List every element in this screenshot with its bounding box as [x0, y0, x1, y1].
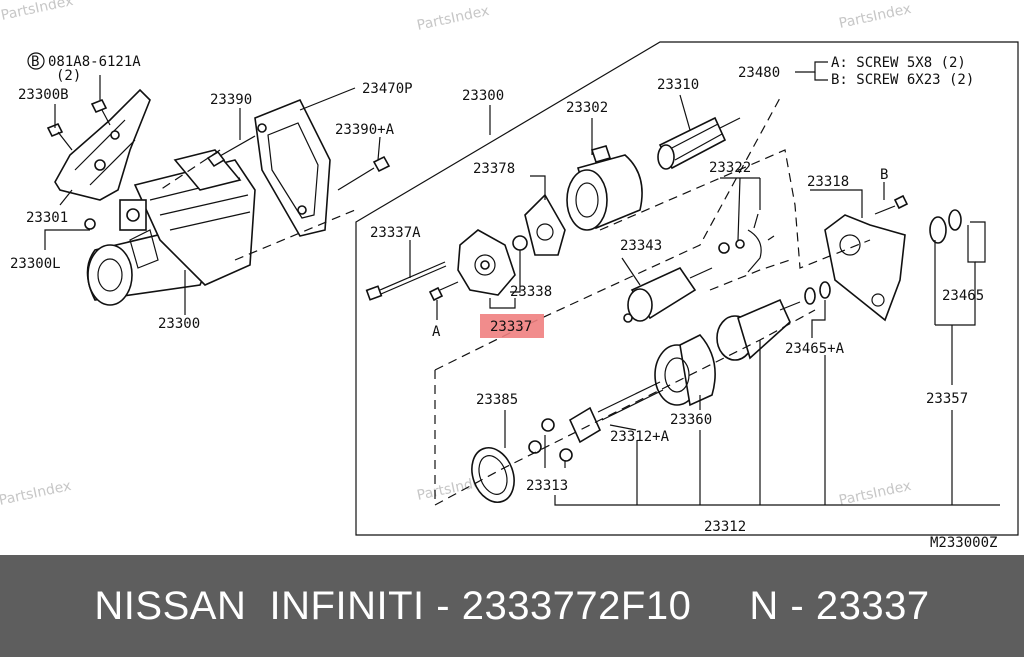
clutch-assembly: [716, 298, 801, 361]
label-23312[interactable]: 23312: [704, 519, 746, 535]
highlight-23337: [480, 314, 544, 338]
washer-23338: [512, 235, 528, 251]
screw-b: [874, 194, 909, 215]
screw-a: [428, 281, 459, 302]
label-23322[interactable]: 23322: [709, 160, 751, 176]
label-23470p[interactable]: 23470P: [362, 81, 413, 97]
label-23360[interactable]: 23360: [670, 412, 712, 428]
label-23385[interactable]: 23385: [476, 392, 518, 408]
internal-gear-23360: [654, 334, 716, 407]
label-23390a[interactable]: 23390+A: [335, 122, 395, 138]
gear-housing-23318: [824, 214, 906, 322]
ref-b: B: [880, 167, 888, 183]
solenoid-23343: [623, 266, 713, 323]
b-circle: [27, 52, 45, 70]
shaft-23312: [568, 381, 664, 444]
label-23310[interactable]: 23310: [657, 77, 699, 93]
yoke-23302: [566, 145, 643, 231]
label-23465a[interactable]: 23465+A: [785, 341, 845, 357]
watermark: PartsIndex: [838, 1, 913, 32]
footer-bar: NISSAN INFINITI - 2333772F10 N - 23337: [0, 555, 1024, 657]
label-23313[interactable]: 23313: [526, 478, 568, 494]
ring-23385: [471, 447, 515, 503]
label-23300-left[interactable]: 23300: [158, 316, 200, 332]
label-23378[interactable]: 23378: [473, 161, 515, 177]
b-circle-letter: B: [31, 54, 39, 70]
watermark: PartsIndex: [838, 478, 913, 509]
starter-assembly: [46, 88, 391, 306]
label-23300l[interactable]: 23300L: [10, 256, 61, 272]
label-23302[interactable]: 23302: [566, 100, 608, 116]
label-screw-b: B: SCREW 6X23 (2): [831, 72, 974, 88]
label-23465[interactable]: 23465: [942, 288, 984, 304]
armature-23310: [657, 116, 741, 170]
planet-gears-23313: [528, 418, 573, 462]
washers-23465a: [804, 281, 831, 305]
label-23312a[interactable]: 23312+A: [610, 429, 670, 445]
watermark: PartsIndex: [416, 3, 491, 34]
label-23338[interactable]: 23338: [510, 284, 552, 300]
label-23357[interactable]: 23357: [926, 391, 968, 407]
ref-a: A: [432, 324, 441, 340]
label-23300-top[interactable]: 23300: [462, 88, 504, 104]
label-23301[interactable]: 23301: [26, 210, 68, 226]
footer-part-number: NISSAN INFINITI - 2333772F10 N - 23337: [94, 583, 930, 628]
through-bolt-23337a: [365, 261, 447, 301]
label-23337a[interactable]: 23337A: [370, 225, 421, 241]
label-23337[interactable]: 23337: [490, 319, 532, 335]
parts-diagram: PartsIndex PartsIndex PartsIndex PartsIn…: [0, 0, 1019, 551]
label-23343[interactable]: 23343: [620, 238, 662, 254]
label-screw-a: A: SCREW 5X8 (2): [831, 55, 966, 71]
label-081a8[interactable]: 081A8-6121A: [48, 54, 141, 70]
label-081a8-qty: (2): [56, 68, 81, 84]
label-23318[interactable]: 23318: [807, 174, 849, 190]
label-23480[interactable]: 23480: [738, 65, 780, 81]
label-23300b[interactable]: 23300B: [18, 87, 69, 103]
watermark: PartsIndex: [0, 478, 73, 509]
exploded-view-frame: [355, 41, 1019, 536]
shift-lever-23322: [718, 213, 775, 273]
watermark: PartsIndex: [0, 0, 75, 24]
figure-code: M233000Z: [930, 535, 997, 551]
label-23390[interactable]: 23390: [210, 92, 252, 108]
rear-cover-23337: [457, 229, 516, 296]
pinion-23465: [929, 209, 962, 244]
brush-plate-23378: [524, 193, 566, 256]
